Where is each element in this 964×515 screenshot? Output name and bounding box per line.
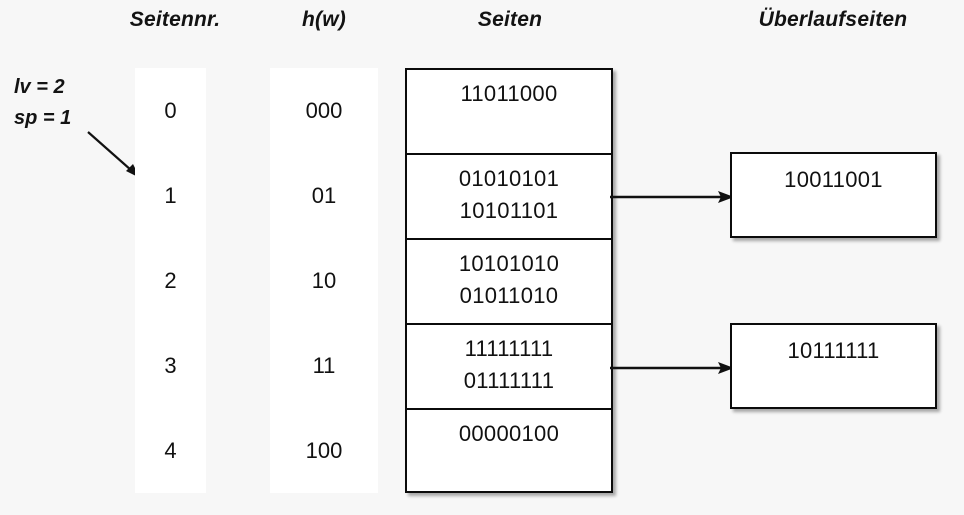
overflow-page-box: 10111111 xyxy=(730,323,937,409)
column-header-seitennr: Seitennr. xyxy=(129,8,221,31)
overflow-entry: 10111111 xyxy=(787,338,880,363)
hw-cell: 11 xyxy=(312,353,336,378)
page-entry: 10101101 xyxy=(459,198,559,223)
overflow-connector-arrow-icon xyxy=(610,191,734,203)
page-bucket-row: 11111111 01111111 xyxy=(407,325,611,410)
overflow-page-box: 10011001 xyxy=(730,152,937,238)
overflow-connector-arrow-icon xyxy=(610,362,734,374)
page-bucket-row: 10101010 01011010 xyxy=(407,240,611,325)
hw-cell: 000 xyxy=(305,98,343,123)
column-header-seiten: Seiten xyxy=(477,8,543,31)
param-sp: sp = 1 xyxy=(14,107,72,129)
page-bucket-row: 00000100 xyxy=(407,410,611,495)
seitennr-cell: 2 xyxy=(164,268,177,293)
column-header-hw: h(w) xyxy=(302,8,346,31)
column-header-ueberlaufseiten: Überlaufseiten xyxy=(758,8,908,31)
seitennr-cell: 3 xyxy=(164,353,177,378)
page-entry: 11011000 xyxy=(460,81,558,106)
page-entry: 01010101 xyxy=(458,166,560,191)
hw-cell: 01 xyxy=(311,183,337,208)
page-entry: 01011010 xyxy=(459,283,559,308)
seitennr-cell: 0 xyxy=(164,98,177,123)
page-bucket-row: 01010101 10101101 xyxy=(407,155,611,240)
seitennr-cell: 4 xyxy=(164,438,177,463)
page-entry: 01111111 xyxy=(463,368,555,393)
column-seitennr: 0 1 2 3 4 xyxy=(135,68,206,493)
param-lv: lv = 2 xyxy=(14,76,65,98)
column-hw: 000 01 10 11 100 xyxy=(270,68,378,493)
page-bucket-row: 11011000 xyxy=(407,70,611,155)
page-entry: 00000100 xyxy=(458,421,560,446)
hash-parameters: lv = 2 sp = 1 xyxy=(14,72,71,134)
hw-cell: 10 xyxy=(311,268,337,293)
page-entry: 10101010 xyxy=(458,251,560,276)
pages-table: 11011000 01010101 10101101 10101010 0101… xyxy=(405,68,613,493)
seitennr-cell: 1 xyxy=(164,183,177,208)
page-entry: 11111111 xyxy=(464,336,554,361)
overflow-entry: 10011001 xyxy=(784,167,883,192)
hw-cell: 100 xyxy=(305,438,343,463)
